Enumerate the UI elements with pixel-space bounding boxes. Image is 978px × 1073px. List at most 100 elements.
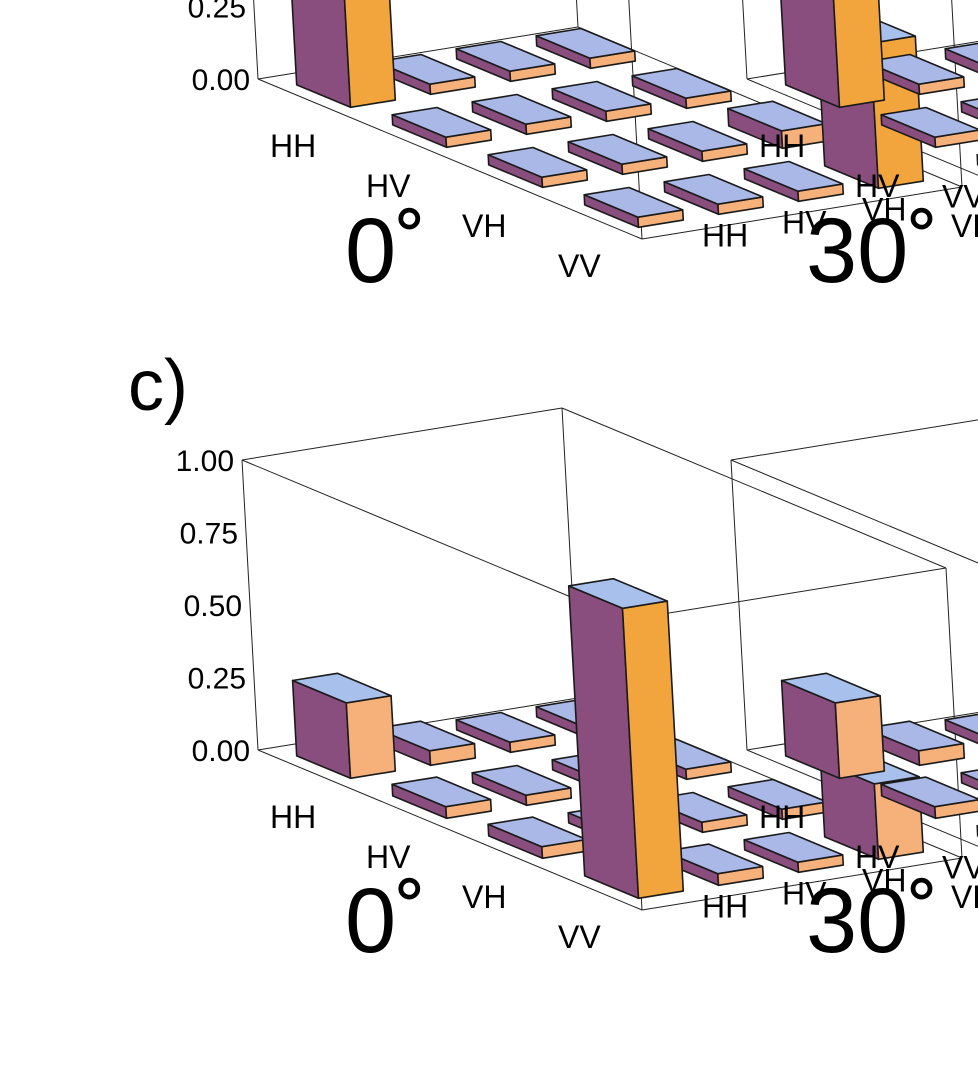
y-tick-label: VV bbox=[942, 850, 978, 886]
x-tick-label: VH bbox=[462, 208, 506, 244]
bar-r3-c0 bbox=[583, 186, 685, 229]
bars-bottom-right bbox=[780, 672, 978, 837]
bar-r0-c2 bbox=[944, 42, 978, 74]
bar-r1-c1 bbox=[471, 764, 573, 807]
frame-edge bbox=[253, 0, 259, 80]
frame-edge bbox=[641, 186, 963, 240]
bar-r0-c0 bbox=[780, 672, 886, 780]
bar-r1-c0 bbox=[880, 106, 978, 149]
bar-r0-c2 bbox=[455, 40, 557, 83]
bar-top-face bbox=[960, 98, 978, 110]
bar-top-face bbox=[567, 133, 668, 165]
x-tick-label: HH bbox=[759, 799, 805, 835]
bar-side-face bbox=[934, 129, 978, 149]
frame-edge bbox=[625, 567, 947, 621]
x-tick-label: HH bbox=[270, 128, 316, 164]
bar-top-face bbox=[880, 776, 978, 808]
z-tick-label: 0.50 bbox=[184, 590, 242, 623]
x-tick-label: HH bbox=[759, 128, 805, 164]
x-tick-label: HV bbox=[855, 168, 900, 204]
bar-r2-c0 bbox=[487, 816, 589, 860]
y-tick-label: HH bbox=[702, 889, 748, 925]
bar-top-face bbox=[391, 106, 492, 138]
bar-r1-c0 bbox=[391, 106, 493, 149]
bar-r1-c1 bbox=[471, 93, 573, 136]
bar-side-face bbox=[834, 694, 886, 780]
frame-edge bbox=[730, 419, 978, 461]
bar-r0-c0 bbox=[291, 0, 397, 109]
bar-top-face bbox=[864, 53, 965, 85]
bar-top-face bbox=[743, 160, 844, 192]
x-tick-label: VV bbox=[558, 919, 601, 955]
bar-side-face bbox=[343, 0, 397, 109]
bar-side-face bbox=[832, 0, 886, 109]
bar-r3-c1 bbox=[663, 173, 765, 216]
bar-r3-c0 bbox=[567, 577, 685, 900]
bar-top-face bbox=[471, 93, 572, 125]
bar-top-face bbox=[455, 711, 556, 744]
bar-top-face bbox=[743, 831, 844, 864]
bar-top-face bbox=[944, 42, 978, 64]
bar-top-face bbox=[375, 720, 476, 752]
bar-top-face bbox=[780, 672, 881, 704]
frame-edge bbox=[628, 0, 643, 240]
bar-top-face bbox=[864, 720, 965, 752]
bar-r1-c1 bbox=[960, 769, 978, 791]
frame-edge bbox=[241, 459, 259, 751]
frame-edge bbox=[257, 749, 643, 911]
bar-front-face bbox=[780, 0, 841, 109]
bar-top-face bbox=[631, 67, 732, 99]
bar-front-face bbox=[944, 718, 978, 745]
bar-top-face bbox=[647, 120, 748, 152]
angle-label: 0˚ bbox=[345, 200, 427, 302]
bar-r3-c2 bbox=[743, 160, 845, 203]
labels-bottom-right: HH HV VH 30˚ bbox=[759, 799, 978, 972]
bar-side-face bbox=[933, 798, 978, 820]
bar-top-face bbox=[471, 764, 572, 797]
bar-r1-c0 bbox=[880, 776, 978, 820]
frame-edge bbox=[561, 407, 947, 569]
bar-side-face bbox=[345, 694, 397, 780]
frame-edge bbox=[241, 407, 563, 461]
bar-front-face bbox=[960, 771, 978, 791]
bar-r0-c3 bbox=[535, 27, 637, 70]
frame-edge bbox=[730, 459, 978, 564]
bar-r0-c2 bbox=[455, 711, 557, 754]
bar-r1-c3 bbox=[631, 67, 733, 110]
y-tick-label: VH bbox=[862, 192, 906, 228]
x-tick-label: VH bbox=[462, 879, 506, 915]
x-tick-label: VH bbox=[951, 879, 978, 915]
bar-top-face bbox=[375, 53, 476, 85]
z-tick-label: 1.00 bbox=[176, 445, 234, 478]
x-tick-label: HV bbox=[366, 839, 411, 875]
bars-top-right bbox=[780, 0, 978, 166]
bar-top-face bbox=[551, 80, 652, 112]
x-tick-label: HV bbox=[366, 168, 411, 204]
frame-edge bbox=[746, 78, 978, 176]
frame-edge bbox=[641, 857, 963, 911]
y-tick-label: HV bbox=[782, 876, 827, 912]
bar-top-face bbox=[487, 146, 588, 178]
bar-top-face bbox=[960, 769, 978, 781]
bar-top-face bbox=[663, 843, 764, 875]
bar-r2-c0 bbox=[487, 146, 589, 189]
frame-edge bbox=[241, 459, 627, 621]
frame-edge bbox=[730, 459, 748, 751]
bar-front-face bbox=[291, 0, 352, 109]
bar-top-face bbox=[663, 173, 764, 205]
x-tick-label: VH bbox=[951, 208, 978, 244]
frame-edge bbox=[742, 0, 748, 80]
frame-edge bbox=[746, 749, 978, 847]
bar-r2-c2 bbox=[647, 120, 749, 163]
bars-bottom-left bbox=[291, 577, 925, 900]
bar-top-face bbox=[291, 672, 392, 704]
bar-r1-c0 bbox=[391, 776, 493, 820]
plot-bars bbox=[291, 0, 978, 900]
bar-r1-c2 bbox=[551, 80, 653, 123]
y-tick-label: HH bbox=[702, 218, 748, 254]
bar-top-face bbox=[391, 776, 492, 808]
angle-label: 30˚ bbox=[806, 870, 939, 972]
